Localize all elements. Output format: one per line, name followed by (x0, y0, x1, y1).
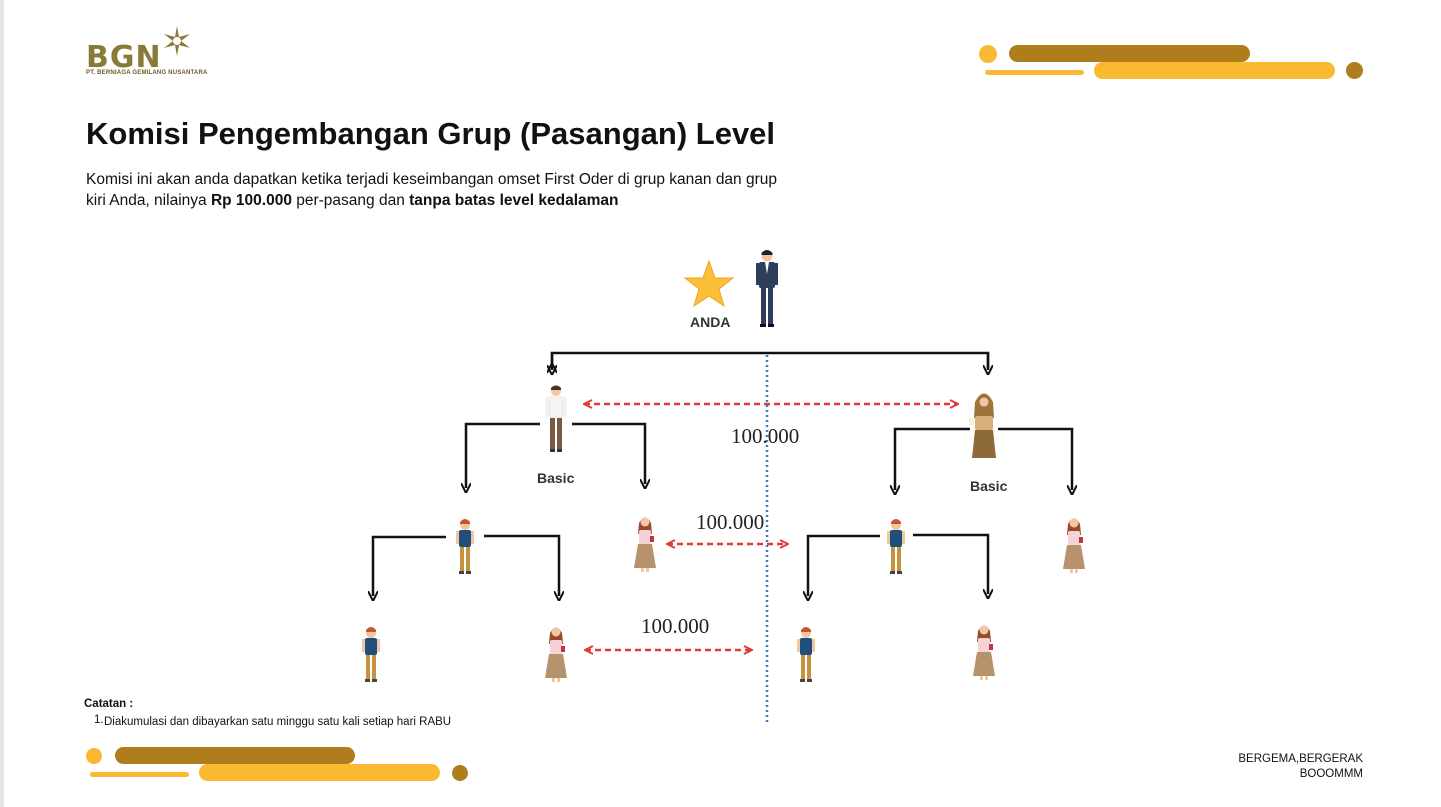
basic-right-person-icon (969, 393, 996, 458)
root-person-icon (756, 250, 778, 327)
right-branch-connectors (808, 427, 1072, 596)
amount-level-1: 100.000 (731, 424, 800, 448)
root-connector (552, 351, 990, 368)
decor-bar (90, 772, 189, 777)
logo-text: BGN (86, 40, 162, 75)
notes-section: Catatan : 1. Diakumulasi dan dibayarkan … (84, 698, 464, 731)
decor-dot (452, 765, 468, 781)
company-logo: BGN PT. BERNIAGA GEMILANG NUSANTARA (86, 26, 207, 82)
logo-subtitle: PT. BERNIAGA GEMILANG NUSANTARA (86, 70, 208, 76)
person-woman-icon (545, 627, 567, 682)
root-label: ANDA (690, 314, 731, 330)
basic-right-label: Basic (970, 478, 1008, 494)
person-man-icon (456, 519, 474, 574)
description-text: Komisi ini akan anda dapatkan ketika ter… (86, 171, 778, 209)
page-edge (0, 0, 4, 807)
decor-bar (1009, 45, 1250, 62)
slogan: BERGEMA,BERGERAK BOOOMMM (1238, 752, 1363, 782)
description-emphasis: tanpa batas level kedalaman (409, 192, 619, 209)
decor-dot (979, 45, 997, 63)
notes-title: Catatan : (84, 698, 134, 710)
decor-bar (199, 764, 440, 781)
decor-bar (115, 747, 355, 764)
person-man-icon (797, 627, 815, 682)
notes-item-text: Diakumulasi dan dibayarkan satu minggu s… (104, 716, 452, 728)
star-icon (683, 259, 735, 308)
person-woman-icon (1063, 518, 1085, 573)
amount-level-3: 100.000 (641, 614, 710, 638)
decor-dot (1346, 62, 1363, 79)
decor-bar (985, 70, 1084, 75)
person-man-icon (362, 627, 380, 682)
slogan-line-2: BOOOMMM (1299, 768, 1363, 780)
decor-dot (86, 748, 102, 764)
notes-item: 1. Diakumulasi dan dibayarkan satu mingg… (94, 714, 464, 731)
amount-level-2: 100.000 (696, 510, 765, 534)
decor-bar (1094, 62, 1335, 79)
basic-left-person-icon (545, 385, 567, 452)
left-branch-connectors (373, 422, 645, 596)
logo-star-icon (164, 26, 190, 56)
description-text: per-pasang dan (291, 192, 410, 209)
notes-item-number: 1. (94, 714, 104, 726)
description: Komisi ini akan anda dapatkan ketika ter… (86, 169, 786, 211)
basic-left-label: Basic (537, 470, 575, 486)
slogan-line-1: BERGEMA,BERGERAK (1238, 753, 1363, 765)
page-title: Komisi Pengembangan Grup (Pasangan) Leve… (86, 116, 776, 151)
person-woman-icon (634, 517, 656, 572)
description-amount: Rp 100.000 (210, 192, 292, 209)
person-man-icon (887, 519, 905, 574)
person-woman-icon (973, 625, 995, 680)
